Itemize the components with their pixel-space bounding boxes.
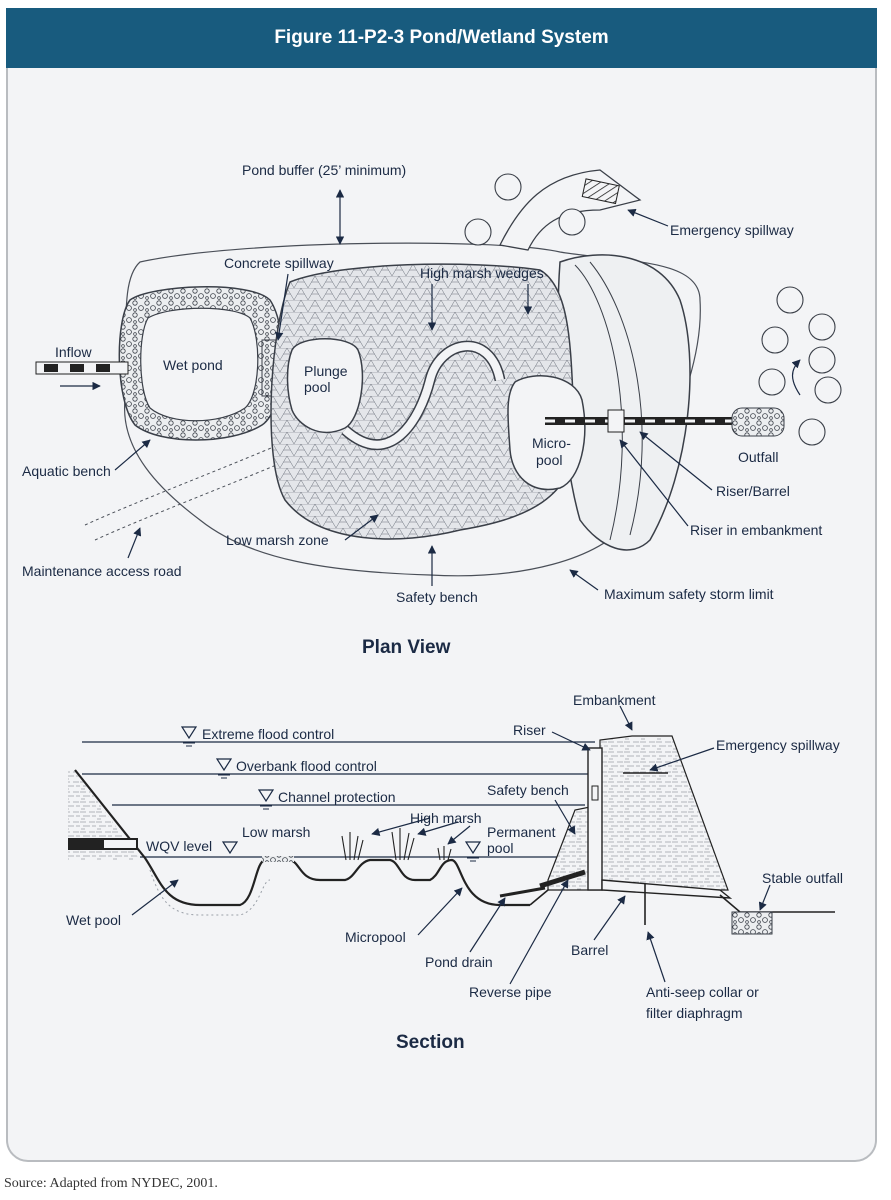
label-permanent: Permanent bbox=[487, 824, 556, 840]
label-concrete-spillway: Concrete spillway bbox=[224, 255, 334, 271]
label-extreme-flood: Extreme flood control bbox=[202, 726, 334, 742]
trees bbox=[464, 173, 842, 446]
maintenance-road bbox=[84, 439, 291, 526]
label-low-marsh-zone: Low marsh zone bbox=[226, 532, 329, 548]
label-anti-seep-1: Anti-seep collar or bbox=[646, 984, 759, 1000]
section-title: Section bbox=[396, 1032, 465, 1053]
plunge-pool-plan bbox=[286, 338, 364, 434]
label-micro: Micro- bbox=[532, 435, 571, 451]
label-channel-protection: Channel protection bbox=[278, 789, 396, 805]
left-bank bbox=[68, 770, 140, 860]
pond-drain bbox=[499, 886, 546, 898]
marsh-plants bbox=[341, 828, 452, 861]
source-caption: Source: Adapted from NYDEC, 2001. bbox=[4, 1176, 218, 1191]
label-permanent-pool: pool bbox=[487, 840, 513, 856]
label-overbank-flood: Overbank flood control bbox=[236, 758, 377, 774]
plan-view-title: Plan View bbox=[362, 637, 451, 658]
label-stable-outfall: Stable outfall bbox=[762, 870, 843, 886]
label-barrel: Barrel bbox=[571, 942, 608, 958]
label-safety-bench-section: Safety bench bbox=[487, 782, 569, 798]
label-plunge-pool: pool bbox=[304, 379, 330, 395]
figure-title: Figure 11-P2-3 Pond/Wetland System bbox=[274, 27, 609, 48]
label-micropool-section: Micropool bbox=[345, 929, 406, 945]
micropool-plan bbox=[507, 375, 586, 491]
barrel-section bbox=[601, 879, 733, 899]
label-maintenance-road: Maintenance access road bbox=[22, 563, 182, 579]
label-inflow: Inflow bbox=[55, 344, 92, 360]
label-high-marsh-wedges: High marsh wedges bbox=[420, 265, 544, 281]
label-anti-seep-2: filter diaphragm bbox=[646, 1005, 743, 1021]
label-max-storm: Maximum safety storm limit bbox=[604, 586, 774, 602]
label-pond-buffer: Pond buffer (25’ minimum) bbox=[242, 162, 406, 178]
label-outfall: Outfall bbox=[738, 449, 778, 465]
stable-outfall-section bbox=[731, 911, 773, 935]
label-plunge: Plunge bbox=[304, 363, 348, 379]
label-safety-bench-plan: Safety bench bbox=[396, 589, 478, 605]
label-high-marsh: High marsh bbox=[410, 810, 482, 826]
label-micro-pool: pool bbox=[536, 452, 562, 468]
riser-section bbox=[587, 747, 603, 891]
figure-frame bbox=[6, 8, 877, 1162]
section-view: Embankment Riser Extreme flood control E… bbox=[66, 692, 843, 1053]
label-pond-drain: Pond drain bbox=[425, 954, 493, 970]
label-wet-pool: Wet pool bbox=[66, 912, 121, 928]
label-riser-embankment: Riser in embankment bbox=[690, 522, 822, 538]
label-reverse-pipe: Reverse pipe bbox=[469, 984, 552, 1000]
riser-plan bbox=[607, 409, 625, 433]
label-riser-barrel: Riser/Barrel bbox=[716, 483, 790, 499]
figure-header: Figure 11-P2-3 Pond/Wetland System bbox=[6, 8, 877, 68]
plan-view: Pond buffer (25’ minimum) Emergency spil… bbox=[22, 162, 842, 658]
label-low-marsh: Low marsh bbox=[242, 824, 310, 840]
embankment-section bbox=[547, 735, 729, 891]
label-wqv-level: WQV level bbox=[146, 838, 212, 854]
outfall-plan bbox=[731, 407, 785, 437]
label-emergency-spillway-section: Emergency spillway bbox=[716, 737, 840, 753]
pond-bottom-profile bbox=[74, 769, 530, 907]
reverse-pipe bbox=[539, 869, 586, 889]
label-emergency-spillway-plan: Emergency spillway bbox=[670, 222, 794, 238]
label-wet-pond: Wet pond bbox=[163, 357, 223, 373]
label-aquatic-bench: Aquatic bench bbox=[22, 463, 111, 479]
label-embankment: Embankment bbox=[573, 692, 656, 708]
label-riser: Riser bbox=[513, 722, 546, 738]
